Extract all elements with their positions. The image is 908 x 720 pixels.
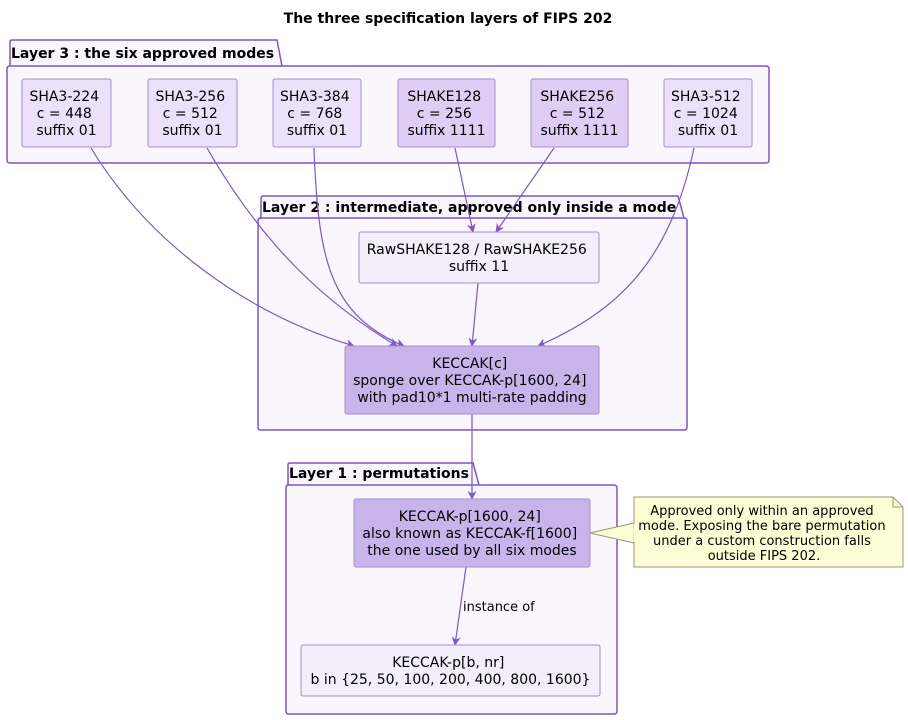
node-sha3-256: SHA3-256 c = 512 suffix 01 bbox=[147, 78, 238, 148]
svg-text:Approved only within an approv: Approved only within an approved mode. E… bbox=[638, 504, 890, 564]
note-fold bbox=[892, 497, 903, 508]
node-rawshake: RawSHAKE128 / RawSHAKE256 suffix 11 bbox=[358, 231, 600, 284]
sha3-384-capacity: c = 768 bbox=[287, 106, 342, 122]
layer1-label: Layer 1 : permutations bbox=[289, 466, 469, 482]
svg-text:SHAKE128 c = 256 s: SHAKE128 c = 256 suffix 1111 bbox=[407, 89, 485, 139]
svg-text:SHA3-512 c = 1024: SHA3-512 c = 1024 suffix 01 bbox=[671, 89, 745, 139]
edge-permutation-to-generic bbox=[451, 566, 467, 646]
note-line-3: under a custom construction falls bbox=[653, 534, 871, 549]
node-keccak-p1600: KECCAK-p[1600, 24] also known as KECCAK-… bbox=[353, 498, 591, 568]
svg-text:KECCAK[c] sponge over KE: KECCAK[c] sponge over KECCAK-p[1600, 24]… bbox=[353, 356, 591, 406]
layer3-package: Layer 3 : the six approved modes bbox=[6, 39, 770, 164]
keccak-pb-widths: b in {25, 50, 100, 200, 400, 800, 1600} bbox=[311, 672, 591, 688]
keccak-c-name: KECCAK[c] bbox=[432, 356, 507, 372]
sha3-224-name: SHA3-224 bbox=[29, 89, 99, 105]
note-line-4: outside FIPS 202. bbox=[708, 549, 821, 564]
svg-text:SHA3-224 c = 448 s: SHA3-224 c = 448 suffix 01 bbox=[29, 89, 103, 139]
keccak-c-description: sponge over KECCAK-p[1600, 24] bbox=[353, 373, 586, 389]
edge-sha3-384-to-keccak bbox=[313, 147, 405, 348]
svg-text:RawSHAKE128 / RawSHAKE256: RawSHAKE128 / RawSHAKE256 suffix 11 bbox=[367, 242, 591, 275]
edge-rawshake-to-keccak bbox=[468, 282, 479, 347]
edge-sha3-256-to-keccak bbox=[206, 147, 398, 347]
svg-text:SHAKE256 c = 512 s: SHAKE256 c = 512 suffix 1111 bbox=[540, 89, 618, 139]
keccak-p1600-usage: the one used by all six modes bbox=[367, 543, 576, 559]
note-box bbox=[633, 496, 904, 568]
instance-of-label: instance of bbox=[463, 600, 535, 615]
sha3-512-name: SHA3-512 bbox=[671, 89, 741, 105]
keccak-p1600-name: KECCAK-p[1600, 24] bbox=[399, 509, 541, 525]
sha3-384-name: SHA3-384 bbox=[280, 89, 350, 105]
keccak-pb-name: KECCAK-p[b, nr] bbox=[392, 655, 504, 671]
edge-sha3-224-to-keccak bbox=[90, 147, 355, 348]
sha3-384-suffix: suffix 01 bbox=[287, 123, 347, 139]
shake128-name: SHAKE128 bbox=[407, 89, 481, 105]
svg-text:SHA3-384 c = 768 s: SHA3-384 c = 768 suffix 01 bbox=[280, 89, 354, 139]
shake128-suffix: suffix 1111 bbox=[407, 123, 485, 139]
svg-text:SHA3-256 c = 512 s: SHA3-256 c = 512 suffix 01 bbox=[155, 89, 229, 139]
shake128-capacity: c = 256 bbox=[417, 106, 472, 122]
node-keccak-c: KECCAK[c] sponge over KECCAK-p[1600, 24]… bbox=[344, 345, 600, 415]
node-sha3-224: SHA3-224 c = 448 suffix 01 bbox=[21, 78, 112, 148]
keccak-c-padding: with pad10*1 multi-rate padding bbox=[357, 390, 586, 406]
permutation-note: Approved only within an approved mode. E… bbox=[589, 496, 904, 568]
node-keccak-pb: KECCAK-p[b, nr] b in {25, 50, 100, 200, … bbox=[300, 644, 601, 697]
node-shake256: SHAKE256 c = 512 suffix 1111 bbox=[530, 78, 629, 148]
sha3-256-capacity: c = 512 bbox=[163, 106, 218, 122]
edges: instance of bbox=[90, 147, 695, 646]
sha3-256-suffix: suffix 01 bbox=[162, 123, 222, 139]
sha3-224-suffix: suffix 01 bbox=[36, 123, 96, 139]
note-line-1: Approved only within an approved bbox=[650, 504, 873, 519]
sha3-512-capacity: c = 1024 bbox=[674, 106, 738, 122]
node-shake128: SHAKE128 c = 256 suffix 1111 bbox=[397, 78, 496, 148]
note-line-2: mode. Exposing the bare permutation bbox=[638, 519, 885, 534]
node-sha3-512: SHA3-512 c = 1024 suffix 01 bbox=[663, 78, 753, 148]
svg-text:KECCAK-p[b, nr] b in {25: KECCAK-p[b, nr] b in {25, 50, 100, 200, … bbox=[311, 655, 591, 688]
rawshake-suffix: suffix 11 bbox=[449, 259, 509, 275]
layer3-label: Layer 3 : the six approved modes bbox=[11, 46, 274, 62]
sha3-512-suffix: suffix 01 bbox=[678, 123, 738, 139]
layer2-label: Layer 2 : intermediate, approved only in… bbox=[262, 200, 676, 216]
diagram-title: The three specification layers of FIPS 2… bbox=[284, 11, 613, 27]
shake256-suffix: suffix 1111 bbox=[540, 123, 618, 139]
edge-shake128-to-rawshake bbox=[454, 147, 476, 233]
svg-text:KECCAK-p[1600, 24] also: KECCAK-p[1600, 24] also known as KECCAK-… bbox=[362, 509, 581, 559]
keccak-p1600-alias: also known as KECCAK-f[1600] bbox=[362, 526, 577, 542]
sha3-256-name: SHA3-256 bbox=[155, 89, 225, 105]
node-sha3-384: SHA3-384 c = 768 suffix 01 bbox=[272, 78, 362, 148]
edge-sha3-512-to-keccak bbox=[537, 147, 695, 347]
shake256-name: SHAKE256 bbox=[540, 89, 614, 105]
rawshake-name: RawSHAKE128 / RawSHAKE256 bbox=[367, 242, 587, 258]
shake256-capacity: c = 512 bbox=[550, 106, 605, 122]
sha3-224-capacity: c = 448 bbox=[37, 106, 92, 122]
edge-shake256-to-rawshake bbox=[495, 147, 555, 233]
